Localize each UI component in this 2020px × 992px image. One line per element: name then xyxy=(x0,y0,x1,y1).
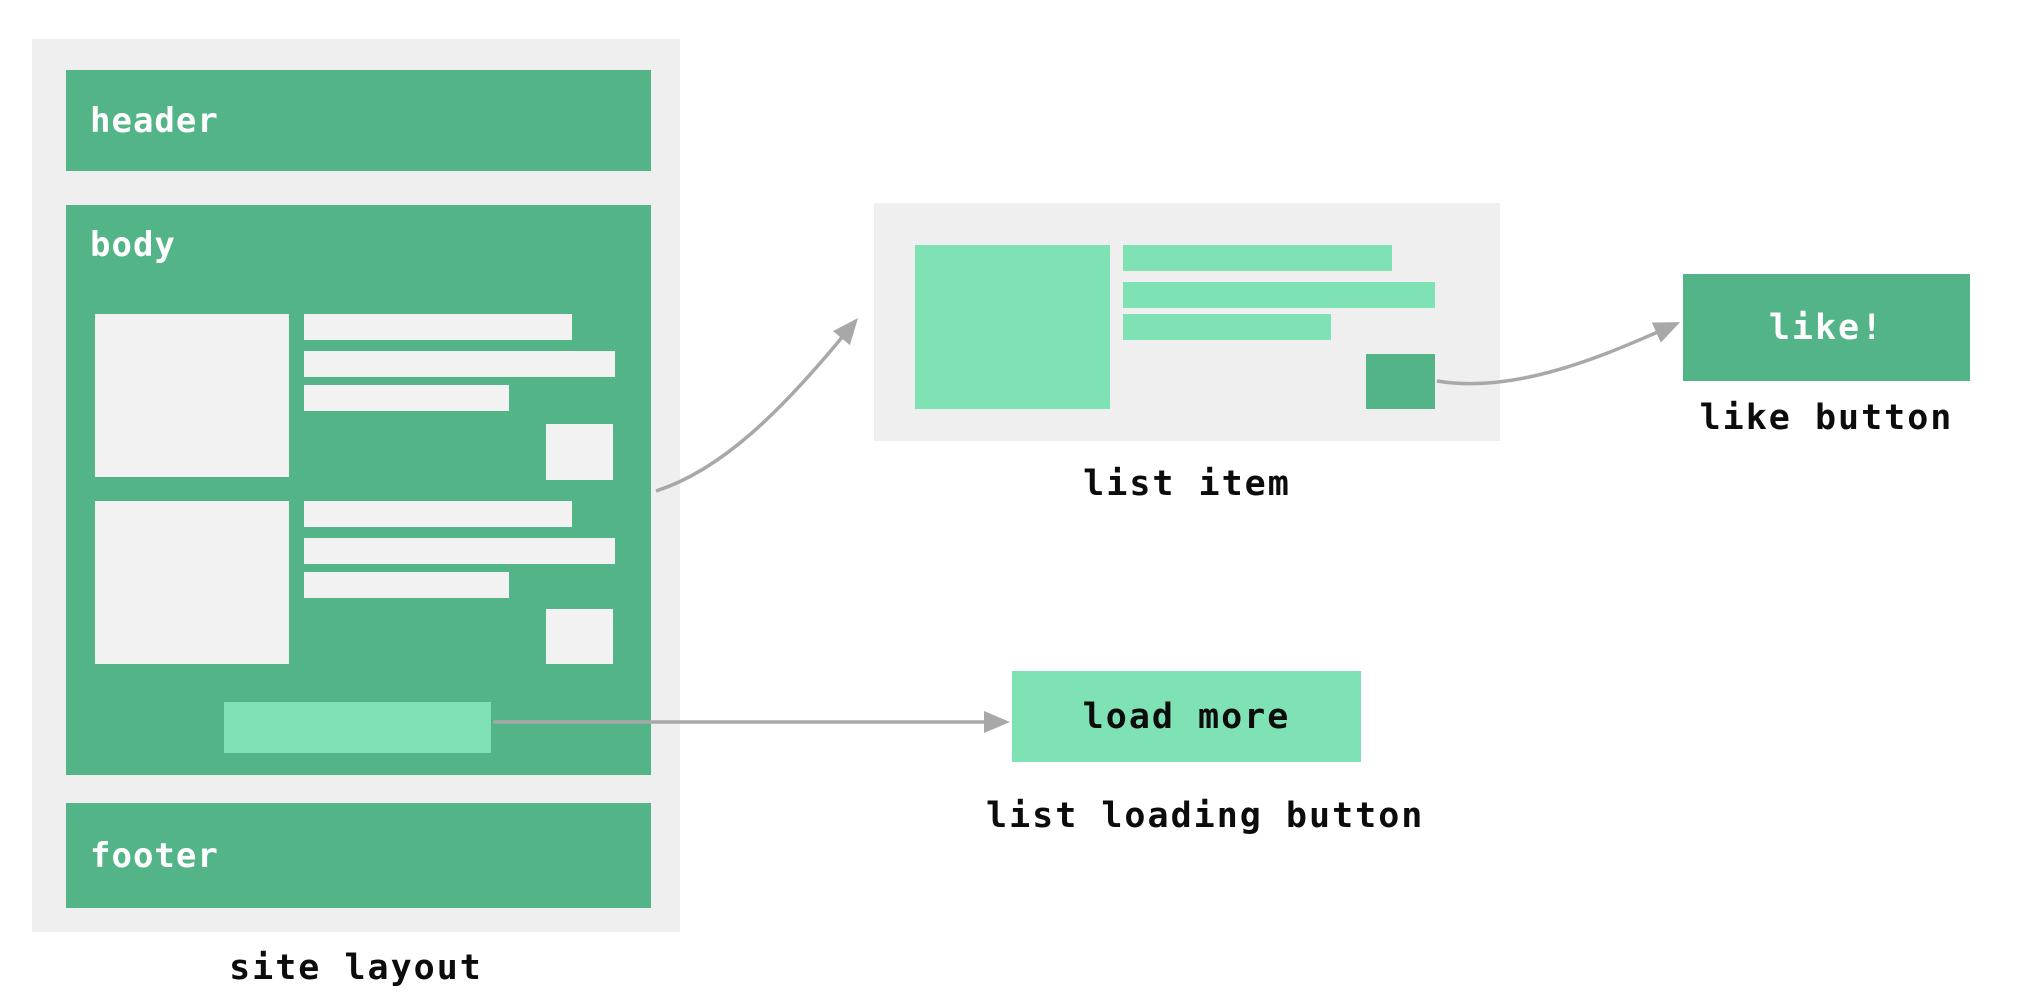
list-loading-button-caption: list loading button xyxy=(986,796,1425,836)
item1-text-bar xyxy=(304,385,509,411)
site-header-box: header xyxy=(66,70,651,171)
site-header-label: header xyxy=(90,100,219,141)
list-item-text-bar xyxy=(1123,282,1435,308)
list-item-like-square[interactable] xyxy=(1366,354,1435,409)
site-footer-box: footer xyxy=(66,803,651,908)
item2-thumbnail-placeholder xyxy=(95,501,289,664)
list-item-text-bar xyxy=(1123,314,1331,340)
item1-text-bar xyxy=(304,351,615,377)
list-item-thumbnail xyxy=(915,245,1110,409)
site-layout-caption: site layout xyxy=(229,948,483,988)
list-item-caption: list item xyxy=(1083,464,1291,504)
like-button-caption: like button xyxy=(1699,398,1954,438)
site-body-box: body xyxy=(66,205,651,775)
item2-text-bar xyxy=(304,572,509,598)
item2-text-bar xyxy=(304,538,615,564)
item1-like-placeholder xyxy=(546,424,613,480)
item1-text-bar xyxy=(304,314,572,340)
item2-text-bar xyxy=(304,501,572,527)
load-more-trigger-bar[interactable] xyxy=(224,702,491,753)
like-button[interactable]: like! xyxy=(1683,274,1970,381)
item1-thumbnail-placeholder xyxy=(95,314,289,477)
item2-like-placeholder xyxy=(546,609,613,664)
site-body-label: body xyxy=(90,225,176,265)
list-item-text-bar xyxy=(1123,245,1392,271)
site-footer-label: footer xyxy=(90,835,219,876)
load-more-button[interactable]: load more xyxy=(1012,671,1361,762)
arrow-body-to-list-item xyxy=(655,318,859,493)
